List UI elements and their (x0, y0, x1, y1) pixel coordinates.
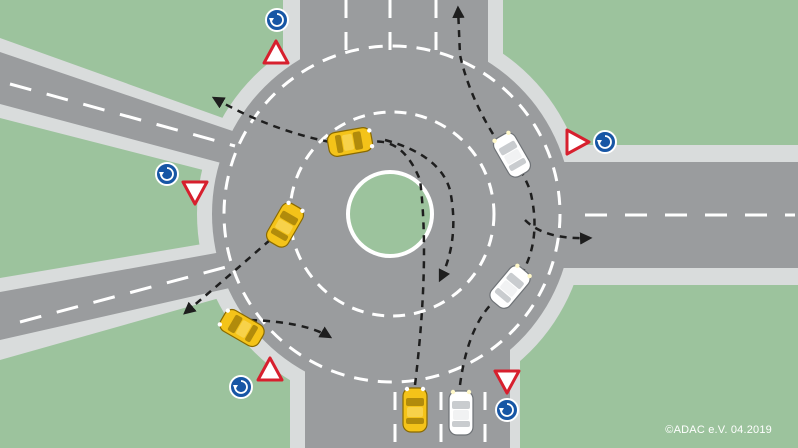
travel-paths (183, 5, 593, 386)
roundabout-sign-icon (265, 8, 289, 32)
roundabout-sign-icon (155, 162, 179, 186)
roundabout-sign-icon (229, 375, 253, 399)
yellow-car (402, 386, 428, 433)
roundabout-sign-icon (593, 130, 617, 154)
roundabout-sign-icon (495, 398, 519, 422)
copyright-credit: ©ADAC e.V. 04.2019 (665, 424, 772, 436)
white-car (448, 389, 474, 436)
center-island (346, 170, 434, 258)
